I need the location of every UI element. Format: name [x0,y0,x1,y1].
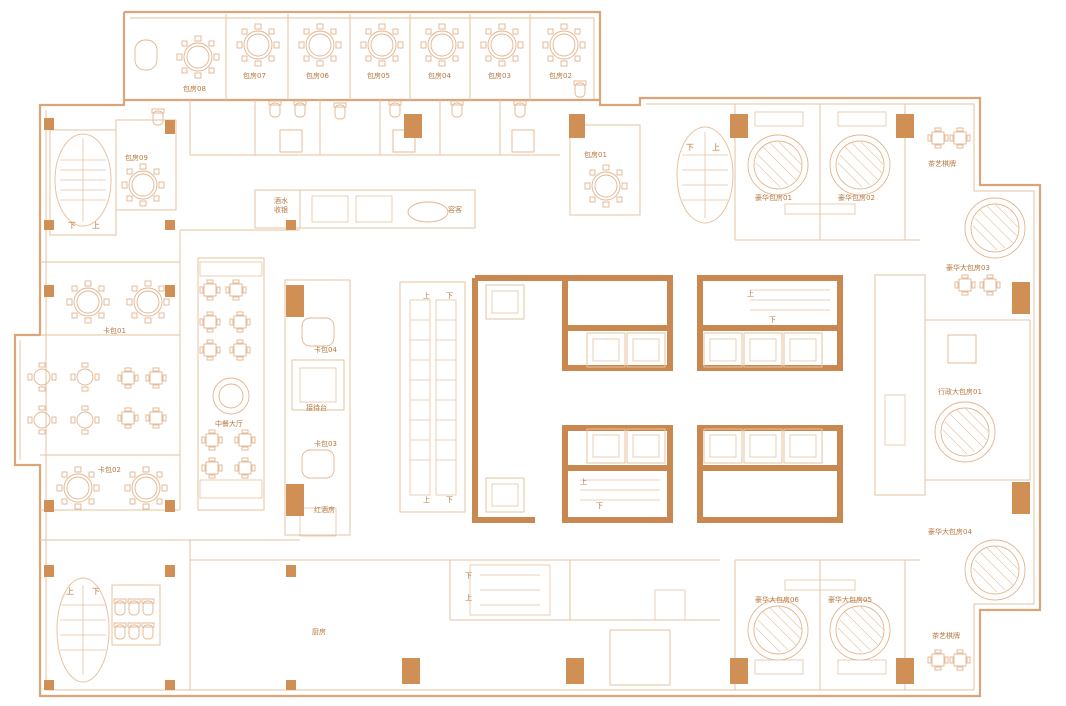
esc-bottom-down: 下 [446,496,453,504]
left-zone [27,119,190,683]
main-dining-hall [180,229,300,541]
room-label-08: 包房08 [183,84,206,93]
bottom-stair-up: 上 [465,593,472,602]
bar-cashier: 酒水收银 [274,196,288,214]
exec-room-01: 行政大包房01 [938,387,982,396]
room-label-07: 包房07 [243,71,266,80]
right-side-rooms [874,274,1031,601]
core-stair2-down: 下 [596,502,603,510]
reception-desk: 接待台 [306,403,327,412]
lux-room-01: 豪华包房01 [755,193,792,202]
tea-room-1: 茶艺棋牌 [928,159,956,168]
room-label-02: 包房02 [549,71,572,80]
stair-left-down: 下 [68,221,76,230]
room-label-05: 包房05 [367,71,390,80]
kitchen-label: 厨房 [312,627,326,636]
wine-room: 红酒房 [314,505,335,514]
stair-right-down: 下 [686,143,694,152]
esc-bottom-up: 上 [423,495,430,504]
card-booth-04: 卡包04 [314,345,337,354]
stair-left-up: 上 [92,221,100,230]
stair-left2-down: 下 [92,587,100,596]
stair-right-up: 上 [712,143,720,152]
stair-left2-up: 上 [66,587,74,596]
room-label-03: 包房03 [488,71,511,80]
lux-room-02: 豪华包房02 [838,193,875,202]
structural-columns [44,114,1030,690]
kitchen-zone [189,540,720,690]
lux-big-room-04: 豪华大包房04 [928,527,972,536]
esc-top-down: 下 [446,292,453,300]
bottom-stair-down: 下 [465,572,472,580]
room-label-06: 包房06 [306,71,329,80]
room-label-04: 包房04 [428,71,451,80]
esc-top-up: 上 [423,291,430,300]
escalators [399,281,466,513]
room-label-09: 包房09 [125,153,148,162]
core-stair-up: 上 [747,289,754,298]
lux-room-05: 豪华大包房05 [828,595,872,604]
card-booth-01: 卡包01 [103,326,126,335]
main-hall-label: 中餐大厅 [215,419,243,428]
card-booth-03: 卡包03 [314,439,337,448]
lower-right-rooms [734,559,971,690]
lux-room-06: 豪华大包房06 [755,595,799,604]
card-booth-02: 卡包02 [98,465,121,474]
lounge-label: 容客 [448,205,462,214]
central-core [472,275,843,523]
room-label-01: 包房01 [584,150,607,159]
reception-strip [254,189,476,537]
top-private-rooms [124,14,600,156]
lux-big-room-03: 豪华大包房03 [946,263,990,272]
tea-room-2: 茶艺棋牌 [932,631,960,640]
core-stair2-up: 上 [580,477,587,486]
core-stair-down: 下 [769,316,776,324]
